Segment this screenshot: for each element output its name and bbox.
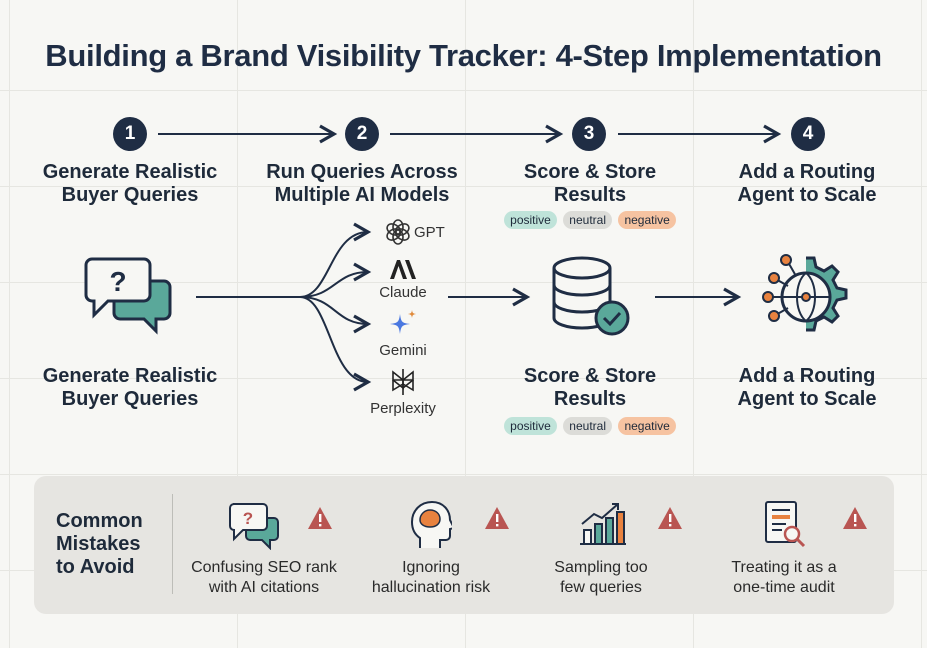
step-3-number: 3 xyxy=(572,117,606,151)
mistakes-panel xyxy=(34,476,894,614)
mistakes-divider xyxy=(172,494,173,594)
svg-text:?: ? xyxy=(243,509,253,528)
pill-neutral: neutral xyxy=(563,211,612,229)
chat-question-icon: ? xyxy=(84,257,172,335)
step-4-title-line2: Agent to Scale xyxy=(737,184,877,206)
mistakes-heading-line3: to Avoid xyxy=(56,556,135,578)
route-label-line2: Agent to Scale xyxy=(737,388,877,410)
perplexity-icon xyxy=(392,369,414,395)
fan-to-gpt xyxy=(299,222,372,298)
chat-question-icon: ? xyxy=(229,503,279,550)
model-label-gemini: Gemini xyxy=(379,342,427,359)
model-label-claude: Claude xyxy=(379,284,427,301)
fan-to-perplexity xyxy=(299,296,372,392)
pill-negative: negative xyxy=(618,211,676,229)
model-label-perplexity: Perplexity xyxy=(370,400,436,417)
openai-icon xyxy=(386,219,410,245)
step-2-title-line1: Run Queries Across xyxy=(266,161,458,183)
route-label-line1: Add a Routing xyxy=(738,365,876,387)
model-label-gpt: GPT xyxy=(414,224,445,241)
step-3-title-line1: Score & Store xyxy=(523,161,657,183)
document-search-icon xyxy=(765,501,806,548)
step-3-title: Score & Store Results xyxy=(490,161,690,207)
mistakes-heading-line1: Common xyxy=(56,510,143,532)
query-label-line2: Buyer Queries xyxy=(61,388,199,410)
mistake-2-line2: hallucination risk xyxy=(371,579,491,596)
mistake-3-line2: few queries xyxy=(560,579,642,596)
mistakes-heading: Common Mistakes to Avoid xyxy=(56,510,143,579)
svg-text:?: ? xyxy=(109,266,126,297)
score-label: Score & Store Results xyxy=(490,365,690,411)
mistake-4-line1: Treating it as a xyxy=(731,559,837,576)
gear-network-icon xyxy=(762,254,848,332)
fan-to-gemini xyxy=(299,296,372,334)
mistake-1-line1: Confusing SEO rank xyxy=(191,559,337,576)
warning-icon xyxy=(308,507,332,529)
mistake-2-line1: Ignoring xyxy=(402,559,460,576)
fan-to-claude xyxy=(299,262,372,298)
score-label-line2: Results xyxy=(553,388,627,410)
bar-chart-icon xyxy=(580,503,626,545)
mistake-4-line2: one-time audit xyxy=(733,579,835,596)
route-label: Add a Routing Agent to Scale xyxy=(707,365,907,411)
warning-icon xyxy=(843,507,867,529)
step-1-number: 1 xyxy=(113,117,147,151)
warning-icon xyxy=(485,507,509,529)
warning-icon xyxy=(658,507,682,529)
mistakes-heading-line2: Mistakes xyxy=(56,533,141,555)
step-1-title-line2: Buyer Queries xyxy=(61,184,199,206)
pill-negative: negative xyxy=(618,417,676,435)
step-1-title-line1: Generate Realistic xyxy=(42,161,218,183)
pill-positive: positive xyxy=(504,417,557,435)
query-label-line1: Generate Realistic xyxy=(42,365,218,387)
mistake-1-label: Confusing SEO rank with AI citations xyxy=(174,558,354,598)
step-4-title-line1: Add a Routing xyxy=(738,161,876,183)
page-title: Building a Brand Visibility Tracker: 4-S… xyxy=(45,38,882,73)
step-2-title: Run Queries Across Multiple AI Models xyxy=(252,161,472,207)
pill-positive: positive xyxy=(504,211,557,229)
step-4-number: 4 xyxy=(791,117,825,151)
step-2-title-line2: Multiple AI Models xyxy=(274,184,450,206)
brain-head-icon xyxy=(410,500,452,548)
mistake-3-line1: Sampling too xyxy=(554,559,648,576)
score-label-line1: Score & Store xyxy=(523,365,657,387)
mistake-4-label: Treating it as a one-time audit xyxy=(694,558,874,598)
sentiment-pills-bottom: positive neutral negative xyxy=(490,417,690,435)
mistake-2-label: Ignoring hallucination risk xyxy=(341,558,521,598)
gemini-sparkle-icon xyxy=(390,310,416,334)
database-check-icon xyxy=(552,256,630,336)
step-1-title: Generate Realistic Buyer Queries xyxy=(30,161,230,207)
anthropic-icon xyxy=(390,260,416,279)
mistake-1-line2: with AI citations xyxy=(208,579,320,596)
sentiment-pills-top: positive neutral negative xyxy=(490,211,690,229)
step-3-title-line2: Results xyxy=(553,184,627,206)
step-4-title: Add a Routing Agent to Scale xyxy=(707,161,907,207)
mistake-3-label: Sampling too few queries xyxy=(511,558,691,598)
step-2-number: 2 xyxy=(345,117,379,151)
query-label: Generate Realistic Buyer Queries xyxy=(30,365,230,411)
pill-neutral: neutral xyxy=(563,417,612,435)
